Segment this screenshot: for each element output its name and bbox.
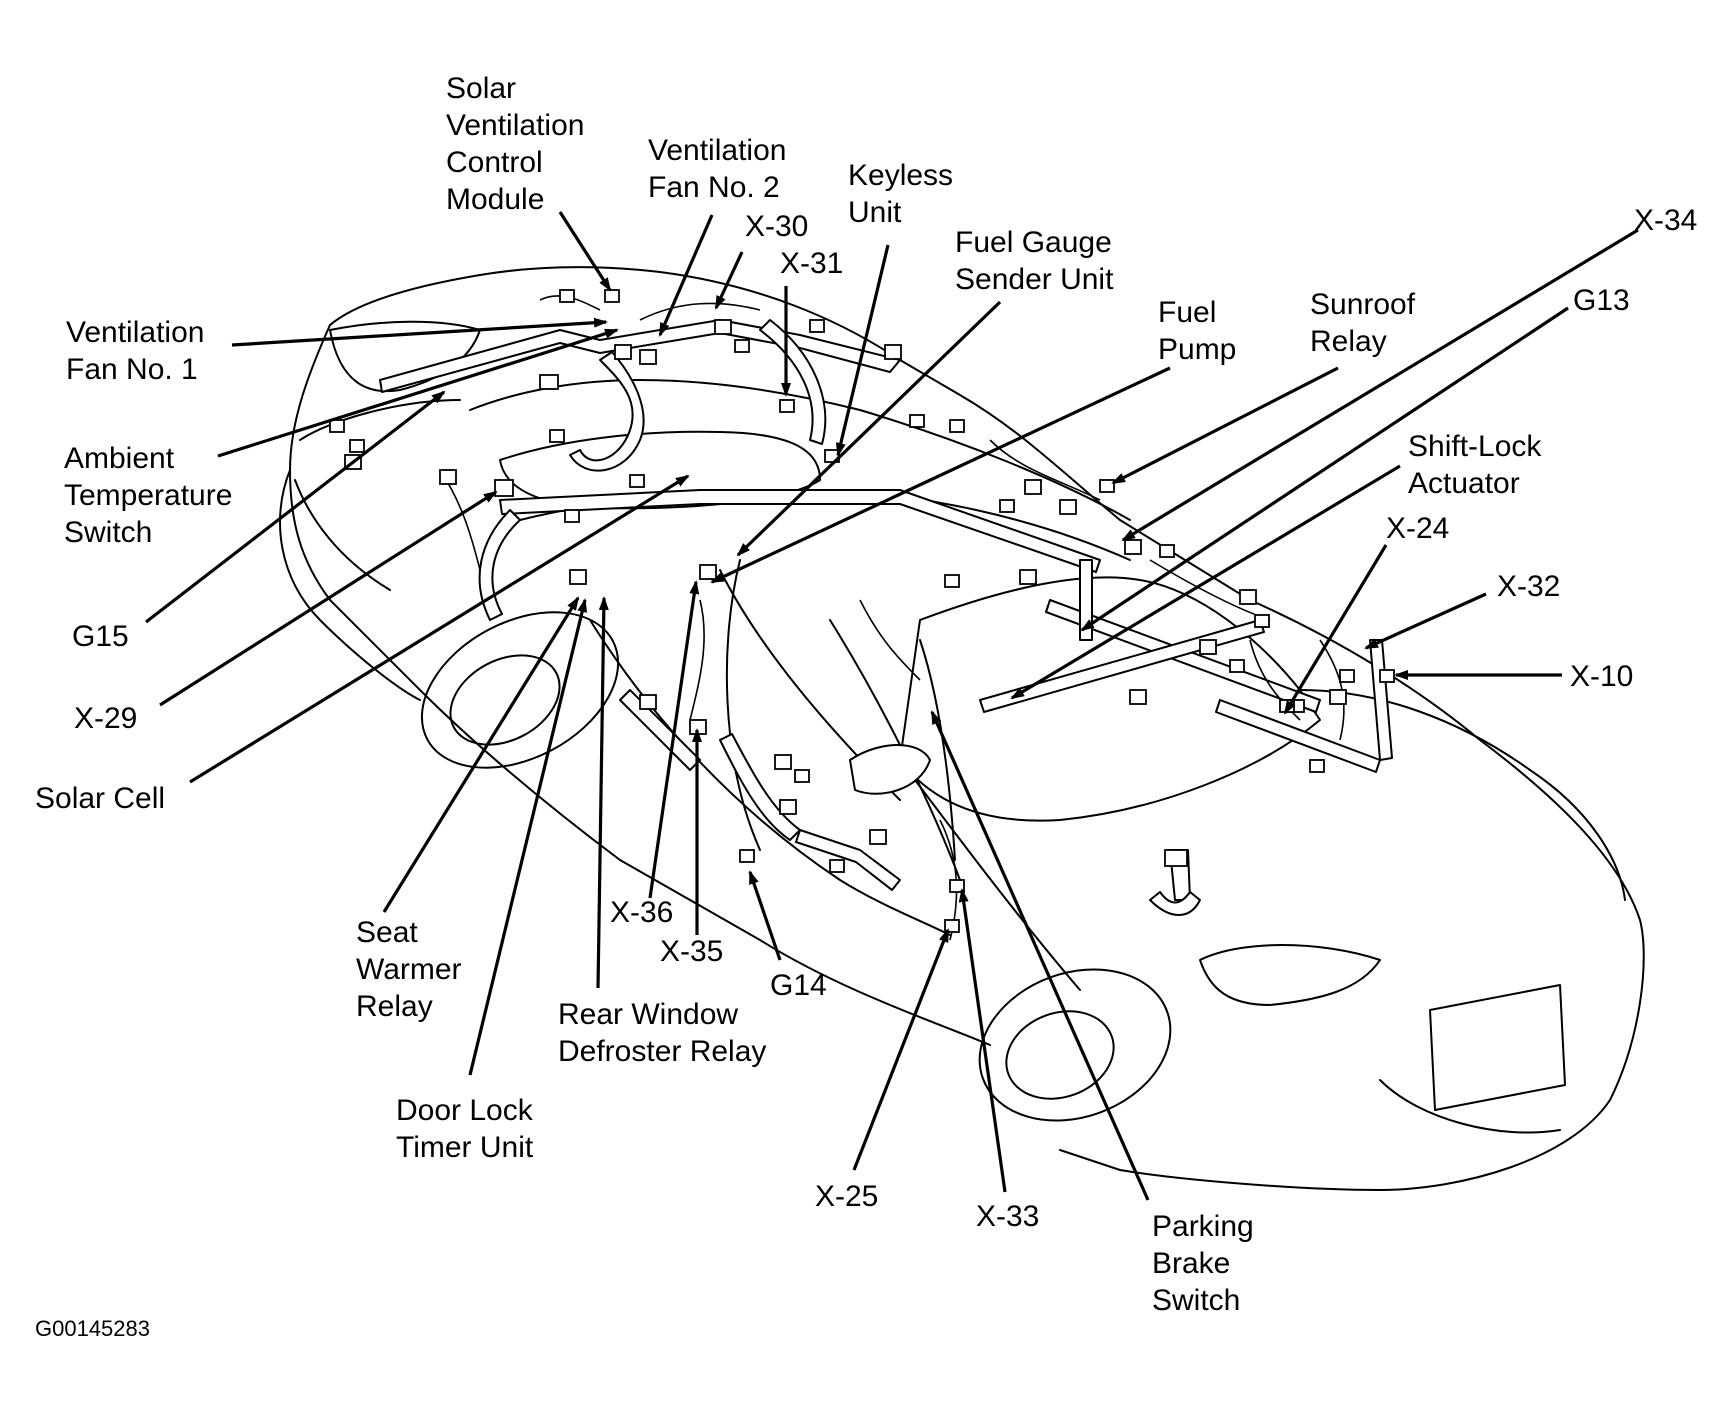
- label-g13: G13: [1573, 284, 1630, 317]
- wiring-harness: [379, 319, 1393, 916]
- label-x10: X-10: [1570, 660, 1633, 693]
- label-g15: G15: [72, 620, 129, 653]
- label-fuel-gauge-sender-unit: Fuel Gauge Sender Unit: [955, 226, 1120, 296]
- label-x24: X-24: [1386, 512, 1449, 545]
- label-x33: X-33: [976, 1200, 1039, 1233]
- label-x36: X-36: [610, 896, 673, 929]
- label-seat-warmer-relay: Seat Warmer Relay: [356, 916, 470, 1023]
- label-ambient-temperature-switch: Ambient Temperature Switch: [64, 442, 241, 549]
- label-x34: X-34: [1634, 204, 1697, 237]
- label-x32: X-32: [1497, 570, 1560, 603]
- label-x31: X-31: [780, 247, 843, 280]
- label-ventilation-fan-no-2: Ventilation Fan No. 2: [648, 134, 795, 204]
- label-fuel-pump: Fuel Pump: [1158, 296, 1236, 366]
- car-body-outline: [279, 266, 1645, 1191]
- label-solar-ventilation-control-module: Solar Ventilation Control Module: [446, 72, 593, 216]
- figure-id: G00145283: [35, 1316, 150, 1341]
- label-x30: X-30: [745, 210, 808, 243]
- callout-labels: Solar Ventilation Control Module Ventila…: [35, 72, 1697, 1341]
- label-keyless-unit: Keyless Unit: [848, 159, 961, 229]
- label-rear-window-defroster-relay: Rear Window Defroster Relay: [558, 998, 766, 1068]
- wire-branches: [439, 295, 1345, 941]
- label-x35: X-35: [660, 935, 723, 968]
- label-ventilation-fan-no-1: Ventilation Fan No. 1: [66, 316, 213, 386]
- label-parking-brake-switch: Parking Brake Switch: [1152, 1210, 1262, 1317]
- label-x25: X-25: [815, 1180, 878, 1213]
- label-shift-lock-actuator: Shift-Lock Actuator: [1408, 430, 1550, 500]
- label-sunroof-relay: Sunroof Relay: [1310, 288, 1423, 358]
- label-solar-cell: Solar Cell: [35, 782, 165, 815]
- label-x29: X-29: [74, 702, 137, 735]
- leader-lines: [145, 211, 1639, 1201]
- label-door-lock-timer-unit: Door Lock Timer Unit: [396, 1094, 541, 1164]
- label-g14: G14: [770, 969, 827, 1002]
